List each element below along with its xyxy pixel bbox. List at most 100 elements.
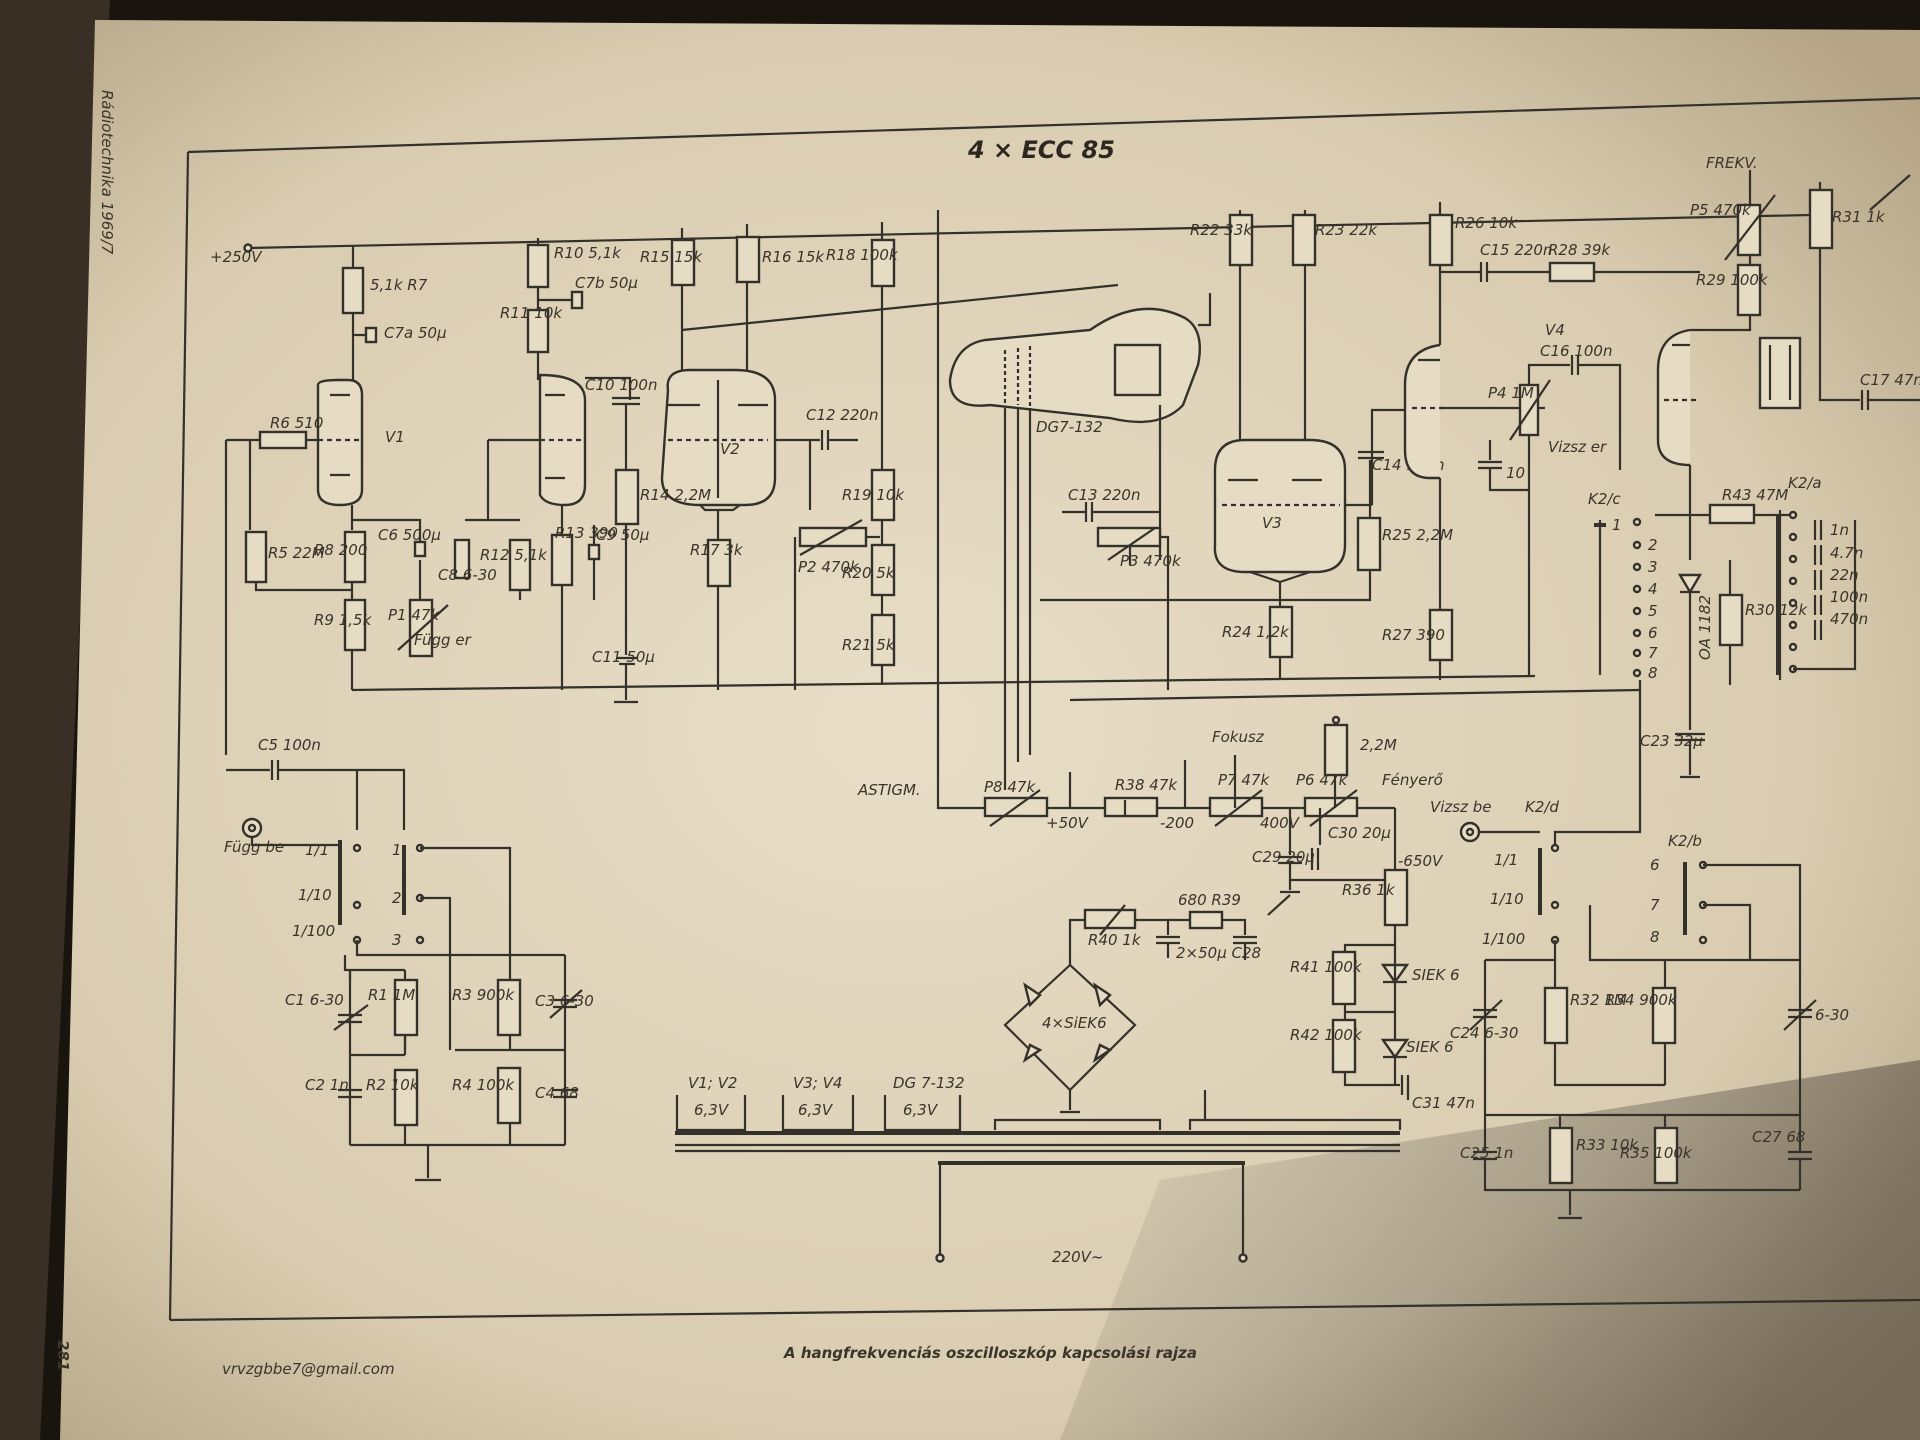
hv-rail (243, 213, 1811, 253)
label-r13: R13 390 (555, 524, 618, 542)
label-r21: R21 5k (842, 636, 896, 654)
label-r15: R15 15k (640, 248, 703, 266)
k2c-pos-4: 4 (1648, 580, 1658, 598)
label-r29: R29 100k (1696, 271, 1769, 289)
label-k2d: K2/d (1525, 798, 1559, 816)
label-bridge: 4×SiEK6 (1042, 1014, 1107, 1032)
k2c-pos-7: 7 (1648, 644, 1658, 662)
label-r1: R1 1M (368, 986, 415, 1004)
k2b-pos-7: 7 (1650, 896, 1660, 914)
label-c16: C16 100n (1540, 342, 1612, 360)
label-c31: C31 47n (1412, 1094, 1475, 1112)
label-r4: R4 100k (452, 1076, 515, 1094)
label-r39: 680 R39 (1178, 891, 1241, 909)
hatten-1-100: 1/100 (1482, 930, 1525, 948)
label-p1: P1 47k (388, 606, 440, 624)
label-r3: R3 900k (452, 986, 515, 1004)
label-r37: 2,2M (1360, 736, 1397, 754)
label-fokusz: Fokusz (1212, 728, 1265, 746)
label-r10: R10 5,1k (554, 244, 622, 262)
label-fugg-er: Függ er (414, 631, 472, 649)
label-siek1: SIEK 6 (1412, 966, 1460, 984)
power-transformer (675, 1090, 1402, 1263)
label-r18: R18 100k (826, 246, 899, 264)
label-r8: R8 200 (314, 541, 367, 559)
label-r33: R33 10k (1576, 1136, 1639, 1154)
label-r31: R31 1k (1832, 208, 1886, 226)
cap-22n: 22n (1830, 566, 1859, 584)
label-r7: 5,1k R7 (370, 276, 428, 294)
label-r2: R2 10k (366, 1076, 420, 1094)
label-r28: R28 39k (1548, 241, 1611, 259)
k2b-pos-6: 6 (1650, 856, 1660, 874)
label-plus50: +50V (1046, 814, 1090, 832)
label-c11: C11 50µ (592, 648, 655, 666)
label-oa: OA 1182 (1696, 595, 1714, 660)
label-r12: R12 5,1k (480, 546, 548, 564)
label-r32: R32 1M (1570, 991, 1627, 1009)
label-r38: R38 47k (1115, 776, 1178, 794)
label-c7b: C7b 50µ (575, 274, 638, 292)
heater-dg-volt: 6,3V (903, 1101, 939, 1119)
label-r34: R34 900k (1605, 991, 1678, 1009)
switch-pos-1: 1 (392, 841, 402, 859)
k2c-pos-5: 5 (1648, 602, 1658, 620)
k2c-pos-8: 8 (1648, 664, 1658, 682)
label-r19: R19 10k (842, 486, 905, 504)
page-header: Rádiotechnika 1969/7 (98, 90, 116, 255)
label-k2b: K2/b (1668, 832, 1702, 850)
timebase-caps: 1n 4.7n 22n 100n 470n (1813, 520, 1868, 640)
cap-4n7: 4.7n (1830, 544, 1863, 562)
label-r24: R24 1,2k (1222, 623, 1290, 641)
crt-supply (936, 210, 1641, 1100)
heater-v3v4-tubes: V3; V4 (793, 1074, 842, 1092)
label-frekv: FREKV. (1706, 154, 1758, 172)
label-p6: P6 47k (1296, 771, 1348, 789)
label-c3: C3 6-30 (535, 992, 594, 1010)
label-c30: C30 20µ (1328, 824, 1391, 842)
label-r40: R40 1k (1088, 931, 1142, 949)
heater-v1v2-volt: 6,3V (694, 1101, 730, 1119)
heater-v1v2-tubes: V1; V2 (688, 1074, 737, 1092)
label-r5: R5 22M (268, 544, 325, 562)
stage-v2 (585, 222, 1119, 704)
switch-k2c[interactable]: K2/c 1 2 3 4 5 6 7 8 (1588, 490, 1658, 682)
label-astigm: ASTIGM. (857, 781, 921, 799)
label-p3: P3 470k (1120, 552, 1182, 570)
label-c5: C5 100n (258, 736, 321, 754)
schematic-caption: A hangfrekvenciás oszcilloszkóp kapcsolá… (783, 1344, 1197, 1362)
label-vizsz-be: Vizsz be (1430, 798, 1492, 816)
label-p7v: 400V (1260, 814, 1301, 832)
label-c6: C6 500µ (378, 526, 441, 544)
stage-v1b (453, 238, 601, 690)
label-p5: P5 470k (1690, 201, 1752, 219)
switch-k2a[interactable]: K2/a (1776, 474, 1857, 675)
label-r35: R35 100k (1620, 1144, 1693, 1162)
label-c2: C2 1n (305, 1076, 349, 1094)
label-r36: R36 1k (1342, 881, 1396, 899)
label-r17: R17 3k (690, 541, 744, 559)
label-r11: R11 10k (500, 304, 563, 322)
label-c1: C1 6-30 (285, 991, 344, 1009)
label-c29: C29 20µ (1252, 848, 1315, 866)
switch-pos-3: 3 (392, 931, 402, 949)
heater-dg-tubes: DG 7-132 (893, 1074, 965, 1092)
label-p7: P7 47k (1218, 771, 1270, 789)
k2b-pos-8: 8 (1650, 928, 1660, 946)
label-c23: C23 32µ (1640, 732, 1703, 750)
label-p4: P4 1M (1488, 384, 1534, 402)
stage-timebase (1594, 170, 1920, 779)
label-c7a: C7a 50µ (384, 324, 447, 342)
cap-100n: 100n (1830, 588, 1868, 606)
label-v3: V3 (1262, 514, 1282, 532)
input-attenuator (226, 760, 583, 1182)
label-c27: C27 68 (1752, 1128, 1805, 1146)
label-v2: V2 (720, 440, 740, 458)
label-r42: R42 100k (1290, 1026, 1363, 1044)
label-fugg-be: Függ be (224, 838, 284, 856)
k2c-pos-1: 1 (1612, 516, 1622, 534)
page-number: 281 (54, 1340, 72, 1371)
label-c10b: 10 (1506, 464, 1525, 482)
label-c13: C13 220n (1068, 486, 1140, 504)
